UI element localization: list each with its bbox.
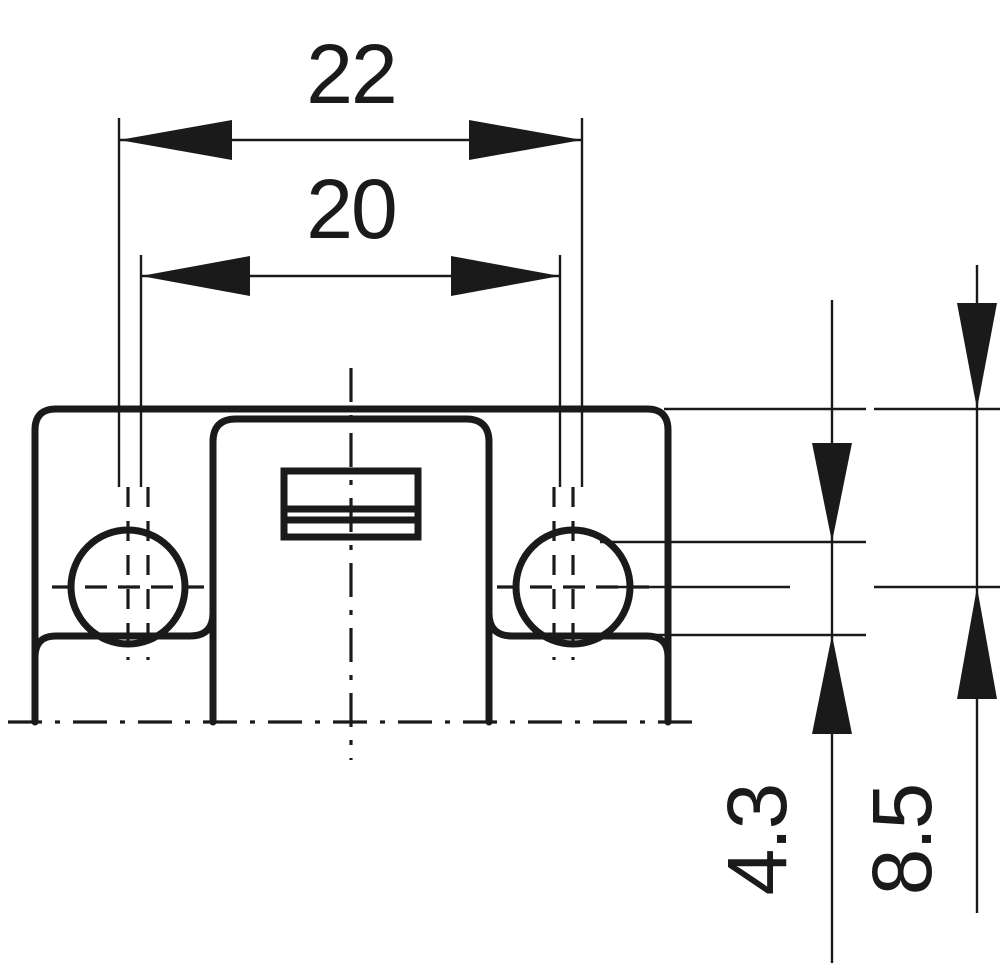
arrowhead-20-left (141, 256, 250, 296)
outer-profile-path (31, 405, 672, 726)
dimension-label-8-5: 8.5 (855, 785, 949, 896)
dimension-label-4-3: 4.3 (710, 785, 804, 896)
arrowhead-8-5-bottom (957, 587, 997, 699)
arrowhead-8-5-top (957, 303, 997, 409)
center-slot-outer-rect (280, 467, 422, 541)
dimension-group-22: 22 (117, 27, 584, 660)
arrowhead-22-left (119, 120, 232, 160)
arrowhead-20-right (451, 256, 560, 296)
arrowhead-22-right (469, 120, 582, 160)
right-extension-lines-group (600, 407, 1000, 637)
dimension-label-20: 20 (306, 162, 395, 256)
arrowhead-4-3-bottom (812, 635, 852, 734)
dimension-group-4-3: 4.3 (710, 300, 852, 963)
dimension-group-8-5: 8.5 (855, 265, 997, 913)
arrowhead-4-3-top (812, 443, 852, 542)
dimension-group-20: 20 (139, 162, 562, 660)
right-pocket-ledge-path (485, 609, 672, 661)
centerlines-group (8, 368, 700, 760)
dimension-label-22: 22 (306, 27, 395, 121)
left-pocket-ledge-path (31, 609, 217, 661)
